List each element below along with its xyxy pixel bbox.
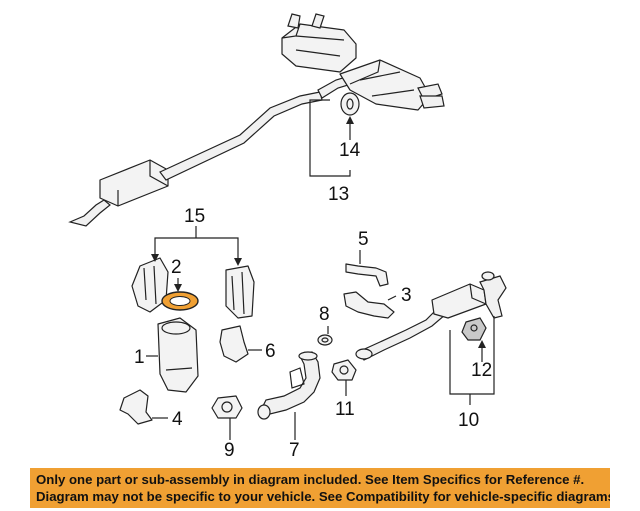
gasket-eleven [331, 359, 357, 381]
bracket-three [343, 291, 395, 319]
exhaust-parts-diagram: 1 2 3 4 5 6 7 8 9 10 11 12 13 14 15 [68, 13, 507, 461]
callout-5: 5 [358, 229, 369, 250]
leader-arrowheads [151, 116, 486, 348]
callout-7: 7 [289, 440, 300, 461]
callout-15: 15 [184, 206, 205, 227]
callout-12: 12 [471, 360, 492, 381]
bracket-six [219, 325, 249, 363]
disclaimer-line-1: Only one part or sub-assembly in diagram… [36, 472, 585, 487]
hanger-twelve [461, 317, 487, 341]
callout-3: 3 [401, 285, 412, 306]
callout-11: 11 [335, 399, 355, 420]
callout-6: 6 [265, 341, 276, 362]
disclaimer-banner: Only one part or sub-assembly in diagram… [30, 468, 610, 508]
exhaust-system-assembly [68, 13, 445, 227]
callout-4: 4 [172, 409, 183, 430]
grommet-eight [317, 334, 333, 346]
callout-14: 14 [339, 140, 361, 161]
front-pipe [257, 351, 321, 420]
strap-five [345, 263, 389, 287]
callout-13: 13 [328, 184, 349, 205]
intermediate-pipe [355, 271, 507, 361]
leader-lines [146, 99, 495, 440]
flange-gasket-nine [211, 395, 243, 419]
disclaimer-line-2: Diagram may not be specific to your vehi… [36, 489, 610, 504]
catalytic-converter [157, 317, 199, 393]
callout-8: 8 [319, 304, 330, 325]
heat-shield-assembly [131, 257, 255, 319]
callout-10: 10 [458, 410, 479, 431]
bracket-lower [119, 389, 153, 425]
callout-2: 2 [171, 257, 182, 278]
callout-9: 9 [224, 440, 235, 461]
callout-1: 1 [134, 347, 145, 368]
